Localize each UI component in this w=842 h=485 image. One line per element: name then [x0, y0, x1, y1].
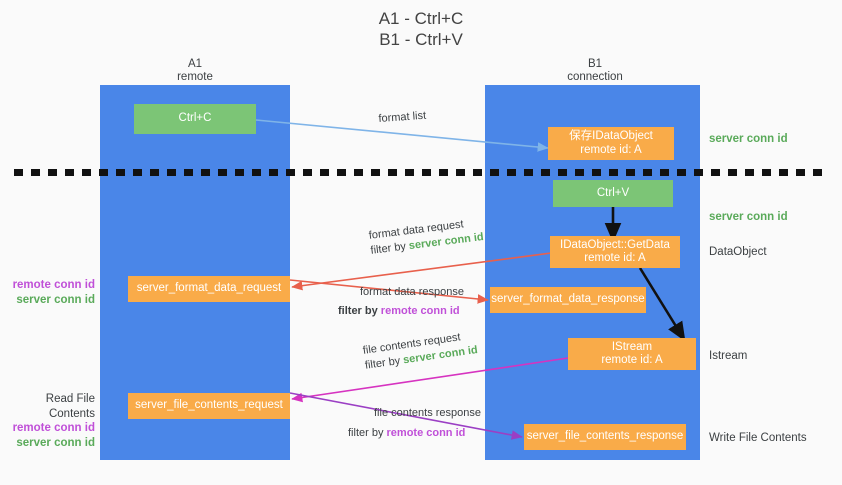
- caption-format-data-response-line1: format data response: [360, 286, 464, 298]
- label-server-conn-id-top: server conn id: [709, 133, 788, 145]
- label-server-conn-id-upper: server conn id: [16, 293, 95, 306]
- page-title: A1 - Ctrl+C B1 - Ctrl+V: [378, 9, 464, 49]
- label-conn-ids-upper: remote conn id server conn id: [0, 278, 95, 307]
- caption-filter-prefix-3: filter by: [364, 354, 405, 372]
- node-server-format-data-response[interactable]: server_format_data_response: [490, 287, 646, 313]
- arrow-getdata-to-istream: [638, 267, 686, 342]
- node-ctrl-v[interactable]: Ctrl+V: [553, 180, 673, 207]
- caption-filter-value-2: remote conn id: [380, 305, 460, 317]
- node-server-format-data-request[interactable]: server_format_data_request: [128, 276, 290, 302]
- label-server-conn-id-lower: server conn id: [16, 436, 95, 449]
- label-read-file-contents: Read File Contents: [45, 393, 95, 420]
- arrow-file-contents-request: [291, 357, 569, 403]
- lane-header-b1: B1 connection: [567, 58, 623, 83]
- node-idataobject-getdata[interactable]: IDataObject::GetData remote id: A: [550, 236, 680, 268]
- label-write-file-contents: Write File Contents: [709, 432, 807, 444]
- caption-file-contents-response-line2: filter by remote conn id: [348, 426, 481, 441]
- label-read-file-contents-group: Read File Contents remote conn id server…: [0, 392, 95, 450]
- caption-filter-prefix-1: filter by: [369, 240, 410, 257]
- arrow-format-data-response: [289, 279, 489, 304]
- arrow-format-list: [255, 119, 549, 152]
- caption-filter-prefix-4: filter by: [348, 427, 387, 439]
- label-data-object: DataObject: [709, 246, 767, 258]
- caption-file-contents-response-line1: file contents response: [374, 407, 482, 419]
- label-remote-conn-id-upper: remote conn id: [12, 279, 95, 291]
- node-istream[interactable]: IStream remote id: A: [568, 338, 696, 370]
- caption-filter-prefix-2: filter by: [338, 305, 381, 317]
- label-istream: Istream: [709, 350, 748, 362]
- lane-header-a1: A1 remote: [177, 58, 213, 83]
- caption-filter-value-4: remote conn id: [386, 427, 466, 439]
- node-server-file-contents-request[interactable]: server_file_contents_request: [128, 393, 290, 419]
- arrow-format-data-request: [291, 252, 552, 291]
- node-idataobject-top[interactable]: 保存IDataObject remote id: A: [548, 127, 674, 160]
- node-server-file-contents-response[interactable]: server_file_contents_response: [524, 424, 686, 450]
- label-server-conn-id-mid: server conn id: [709, 211, 788, 223]
- caption-format-data-response-line2: filter by remote conn id: [338, 304, 464, 319]
- label-remote-conn-id-lower: remote conn id: [12, 422, 95, 434]
- arrow-file-contents-response: [289, 392, 523, 440]
- node-ctrl-c[interactable]: Ctrl+C: [134, 104, 256, 134]
- caption-format-data-response: format data response filter by remote co…: [338, 285, 464, 319]
- caption-file-contents-response: file contents response filter by remote …: [348, 406, 482, 441]
- phase-divider: [14, 169, 828, 176]
